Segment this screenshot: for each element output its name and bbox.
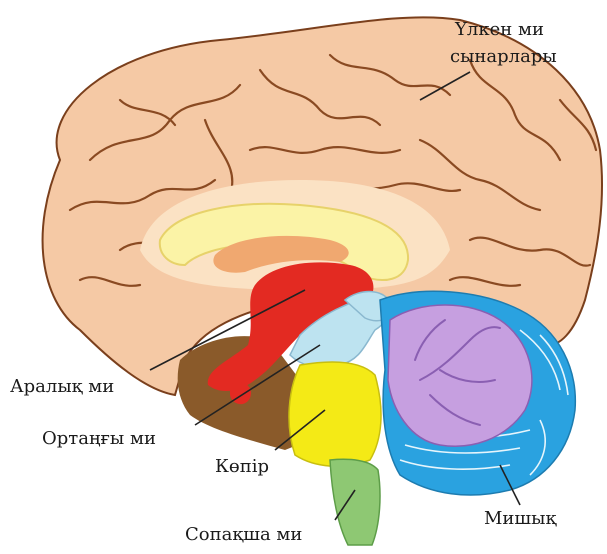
label-diencephalon: Аралық ми [10, 376, 114, 397]
label-midbrain: Ортаңғы ми [42, 428, 156, 449]
label-cerebrum: Үлкен ми [454, 19, 544, 40]
label-pons: Көпір [215, 456, 269, 477]
label-cerebrum-line2: сынарлары [450, 46, 557, 67]
medulla-oblongata [330, 459, 380, 545]
pons [289, 362, 381, 466]
label-medulla: Сопақша ми [185, 524, 302, 545]
label-cerebellum: Мишық [484, 508, 557, 529]
